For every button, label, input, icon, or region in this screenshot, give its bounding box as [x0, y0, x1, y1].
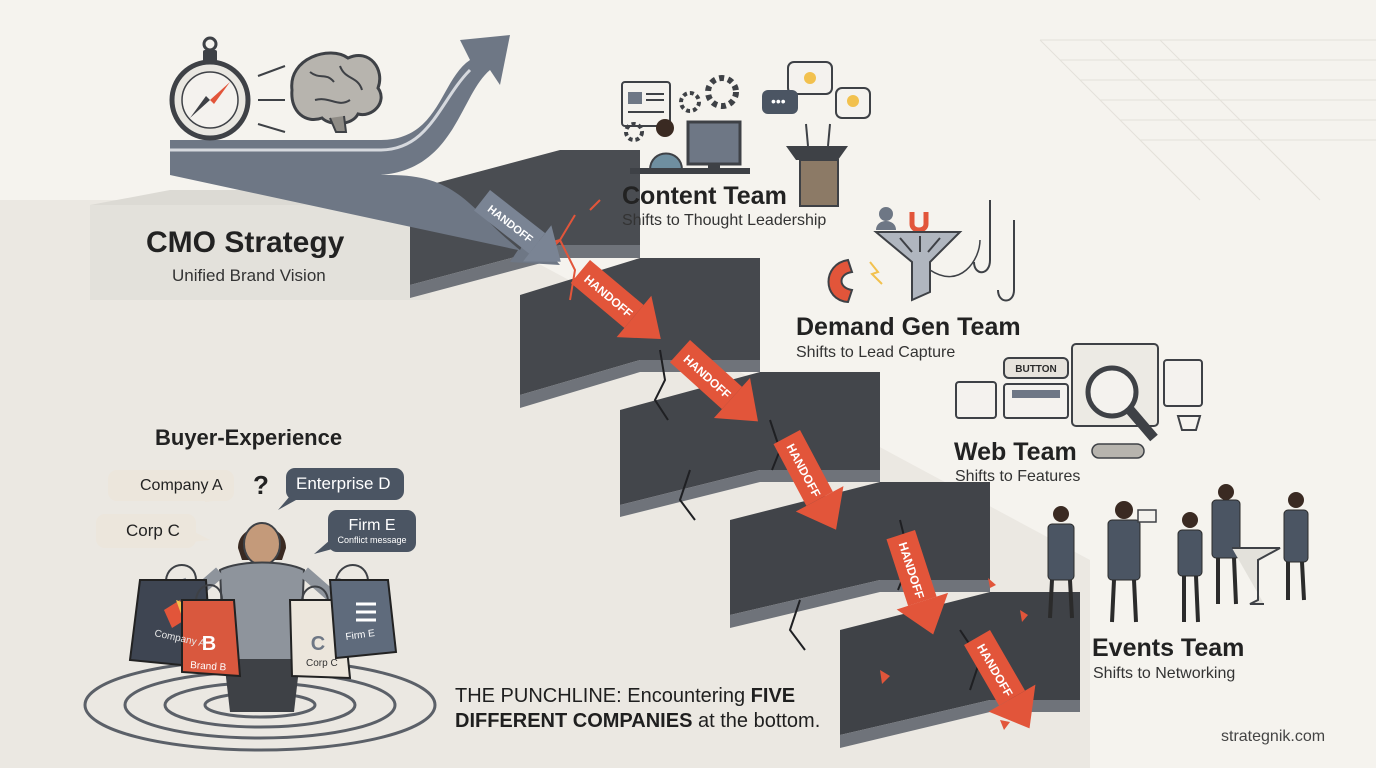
shopping-bags: B C — [128, 564, 398, 680]
demand-gen-illustration — [827, 200, 1015, 304]
bubble-firm-e-label: Firm E — [348, 516, 396, 534]
buyer-figure — [174, 522, 350, 712]
brain-icon — [290, 51, 383, 133]
bubble-enterprise-d: Enterprise D — [286, 468, 404, 500]
content-team-title: Content Team — [622, 182, 787, 210]
handoff-arrow: HANDOFF — [669, 340, 758, 422]
punchline-suffix: at the bottom. — [692, 710, 821, 732]
bubble-firm-e: Firm E Conflict message — [328, 510, 416, 552]
buyer-experience-title: Buyer-Experience — [155, 425, 343, 450]
bag-firm-e — [328, 564, 398, 660]
demand-gen-team-title: Demand Gen Team — [796, 313, 1021, 341]
bubble-firm-e-note: Conflict message — [337, 534, 407, 545]
bubble-corp-c: Corp C — [96, 514, 196, 548]
cmo-title: CMO Strategy — [146, 226, 345, 259]
web-team-subtitle: Shifts to Features — [955, 468, 1081, 485]
bag-label-corp-c: Corp C — [306, 658, 338, 669]
bubble-company-a-label: Company A — [140, 476, 223, 494]
motion-arrows — [257, 65, 286, 133]
svg-text:•••: ••• — [771, 93, 786, 109]
punchline: THE PUNCHLINE: Encountering FIVE DIFFERE… — [455, 684, 820, 734]
bag-label-company-a: Company A — [153, 628, 206, 650]
bag-brand-b: B — [181, 584, 242, 678]
bag-label-firm-e: Firm E — [345, 628, 376, 643]
demand-gen-team-subtitle: Shifts to Lead Capture — [796, 344, 956, 361]
question-mark: ? — [253, 470, 269, 500]
events-team-subtitle: Shifts to Networking — [1093, 665, 1236, 682]
web-team-title: Web Team — [954, 438, 1077, 466]
events-team-title: Events Team — [1092, 634, 1245, 662]
bubble-corp-c-label: Corp C — [126, 521, 180, 540]
punchline-prefix: THE PUNCHLINE: Encountering — [455, 685, 751, 707]
punchline-bold-companies: DIFFERENT COMPANIES — [455, 710, 693, 732]
background-geometry — [1039, 39, 1376, 201]
compass-icon — [169, 36, 251, 141]
bag-corp-c-mark: C — [311, 633, 325, 655]
debris — [880, 578, 1028, 730]
content-team-illustration: ••• — [621, 61, 871, 207]
strategy-arrow — [170, 35, 560, 265]
bubble-enterprise-d-label: Enterprise D — [296, 474, 391, 493]
content-team-subtitle: Shifts to Thought Leadership — [622, 212, 827, 229]
bag-brand-b-mark: B — [202, 633, 216, 655]
events-team-illustration — [1047, 484, 1309, 623]
footer-site: strategnik.com — [1221, 728, 1326, 745]
bag-label-brand-b: Brand B — [190, 660, 227, 674]
punchline-bold-five: FIVE — [750, 685, 796, 707]
web-button-label: BUTTON — [1015, 364, 1056, 375]
cmo-subtitle: Unified Brand Vision — [172, 266, 326, 285]
web-team-illustration: BUTTON — [955, 343, 1203, 459]
bubble-company-a: Company A — [108, 470, 234, 501]
